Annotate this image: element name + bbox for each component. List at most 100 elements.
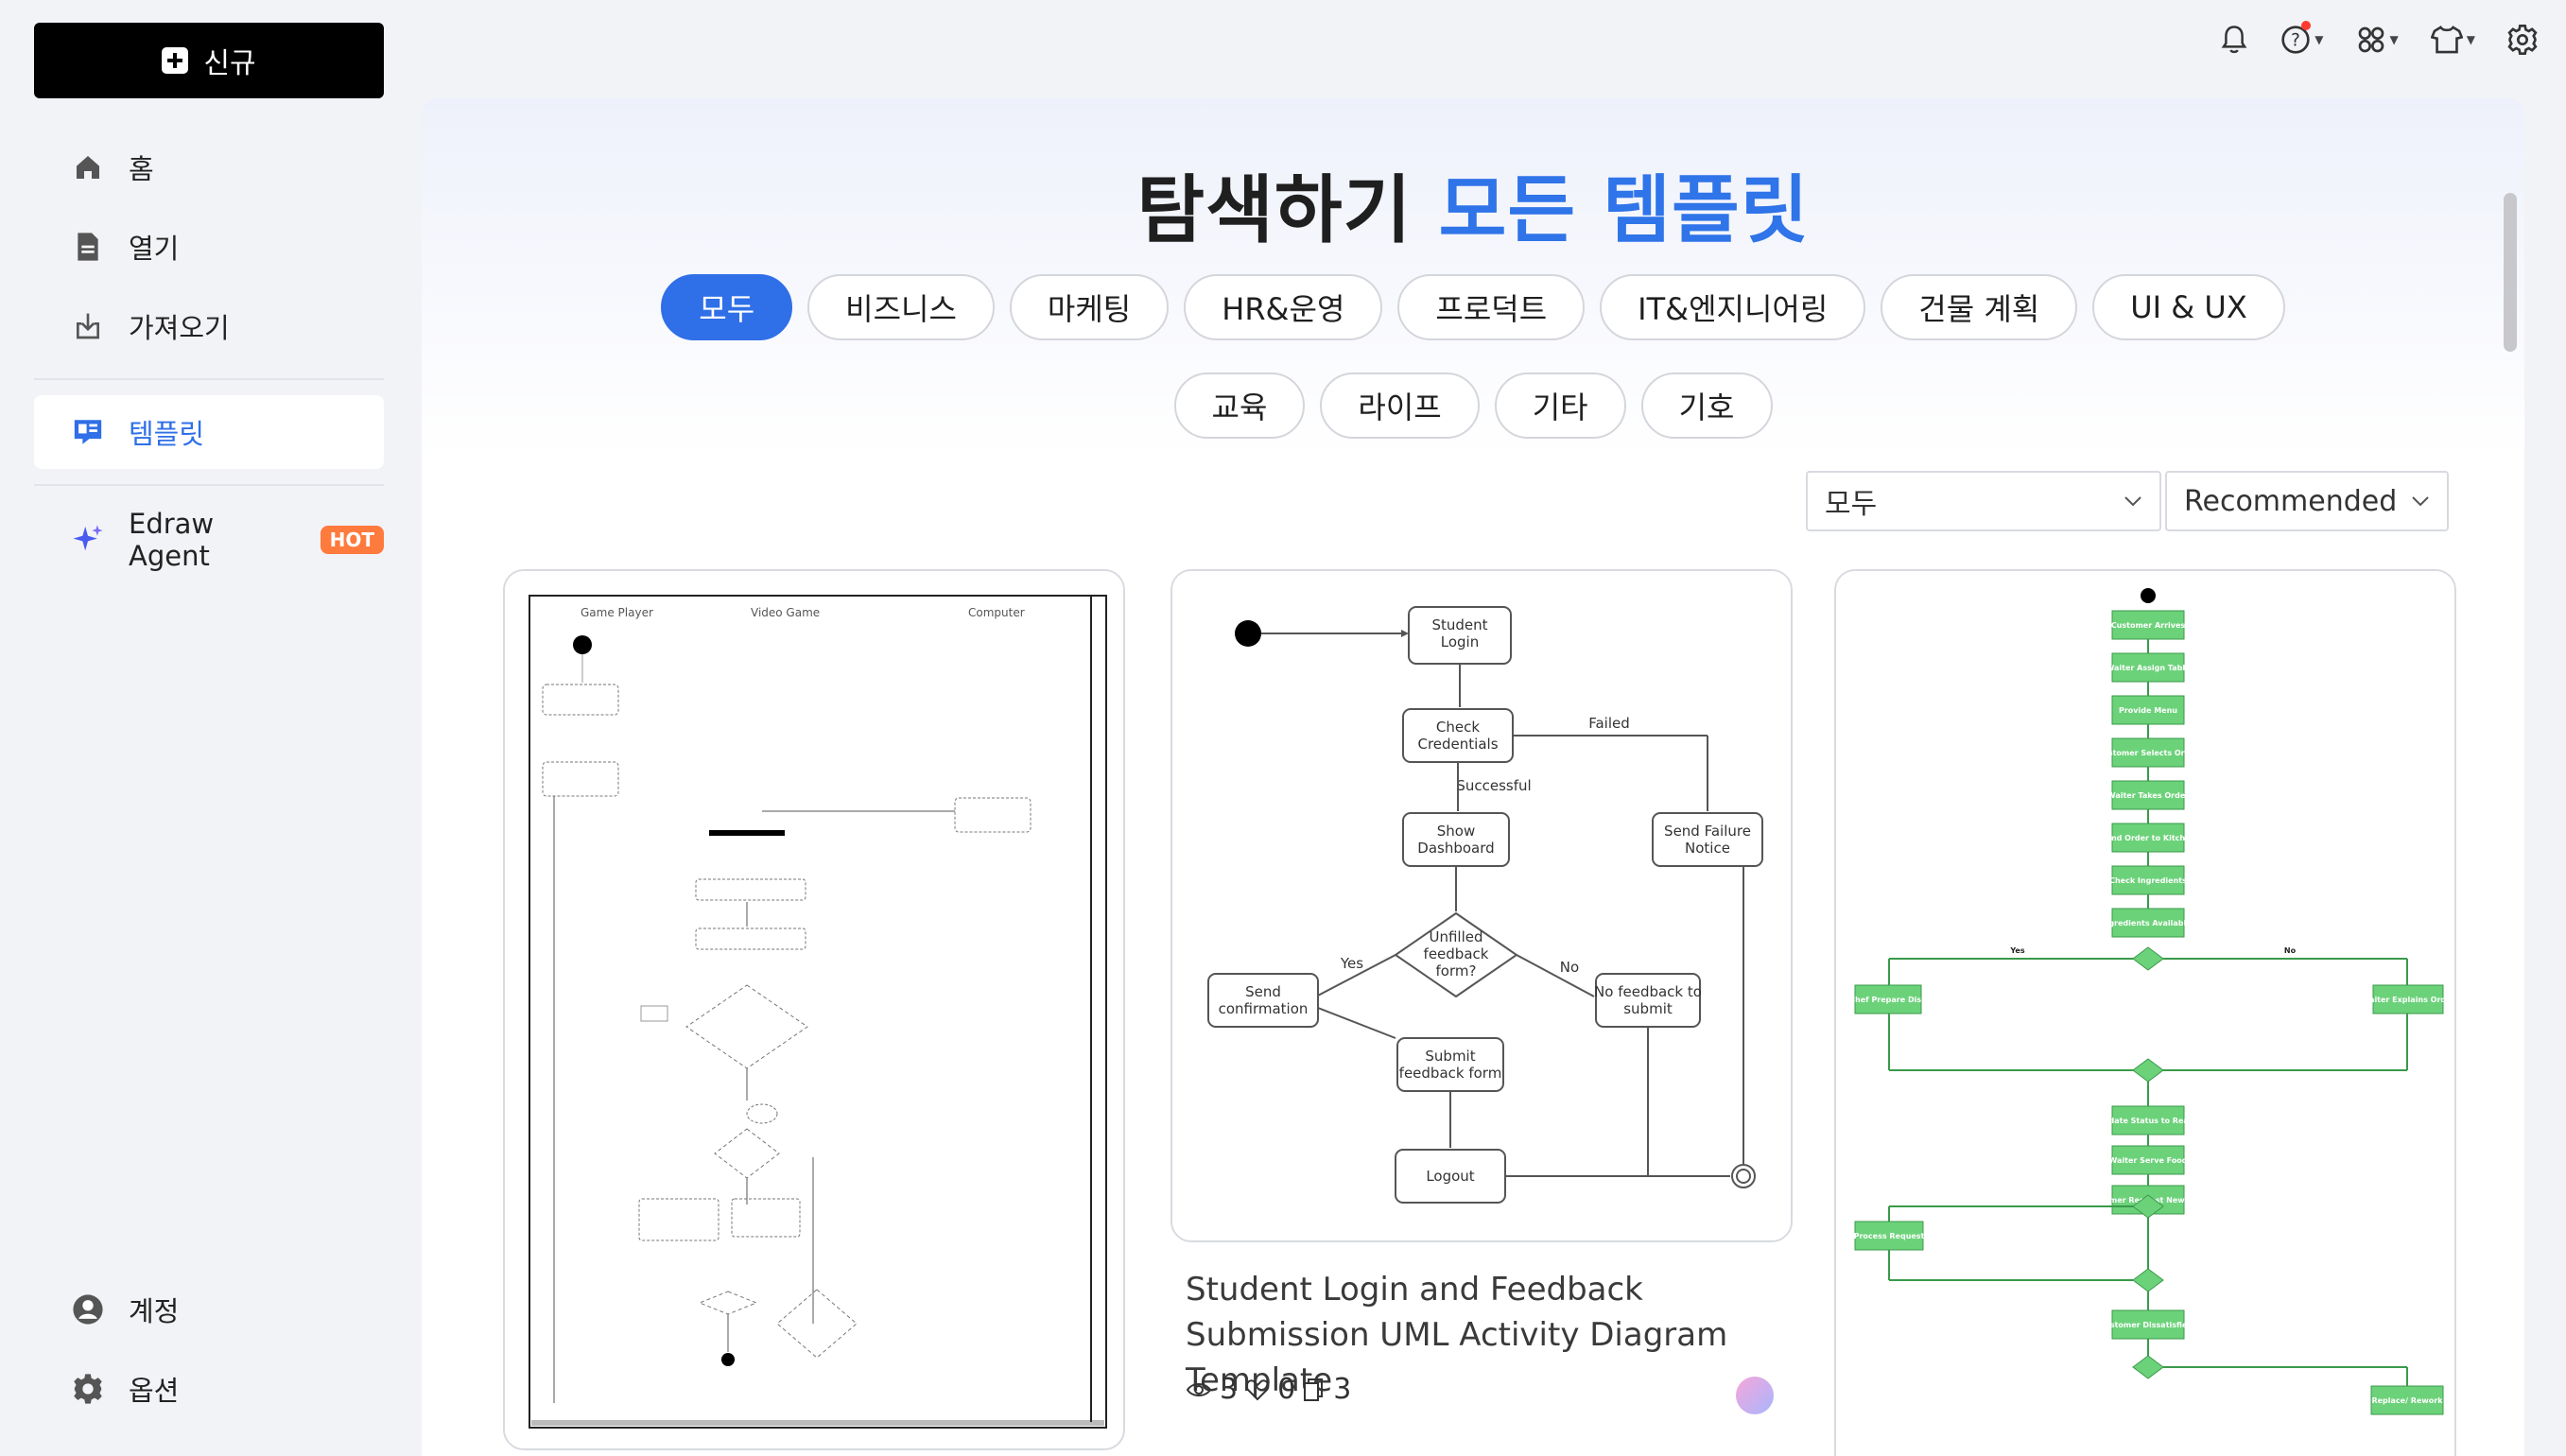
notification-dot — [2300, 21, 2311, 30]
sidebar-item-account[interactable]: 계정 — [34, 1273, 384, 1346]
category-chip-life[interactable]: 라이프 — [1320, 373, 1480, 439]
sidebar-divider — [34, 484, 384, 486]
node-text: Check — [1436, 719, 1480, 736]
category-chip-business[interactable]: 비즈니스 — [807, 274, 995, 340]
node-text: Student — [1431, 616, 1487, 633]
branch-label: No — [2284, 946, 2297, 955]
author-avatar[interactable] — [1736, 1377, 1774, 1414]
node-text: submit — [1623, 1000, 1673, 1017]
node-text: feedback form — [1399, 1065, 1502, 1082]
sidebar-item-home[interactable]: 홈 — [34, 130, 384, 204]
new-button[interactable]: 신규 — [34, 23, 384, 98]
step-label: Waiter Assign Table — [2106, 664, 2191, 672]
step-label: Waiter Takes Order — [2107, 791, 2189, 800]
step-label: Customer Arrives — [2111, 621, 2186, 630]
sidebar-item-label: 홈 — [129, 153, 154, 185]
eye-icon — [1186, 1382, 1212, 1396]
template-card-game-swimlane[interactable]: Game Player Video Game Computer — [503, 569, 1125, 1450]
node-text: Logout — [1426, 1168, 1474, 1185]
category-chip-ui-ux[interactable]: UI & UX — [2092, 274, 2285, 340]
template-thumbnail: Student Login Check Credentials Failed S… — [1172, 571, 1791, 1240]
copy-icon — [1304, 1378, 1324, 1401]
category-chip-hr-ops[interactable]: HR&운영 — [1184, 274, 1383, 340]
plus-icon — [162, 47, 189, 74]
hot-badge: HOT — [320, 526, 384, 554]
step-label: Customer Selects Order — [2097, 749, 2199, 757]
node-text: form? — [1436, 962, 1477, 979]
lane-label: Game Player — [581, 606, 653, 619]
step-label: Send Order to Kitchen — [2101, 834, 2196, 842]
category-chip-education[interactable]: 교육 — [1173, 373, 1306, 439]
page-title: 탐색하기 모든 템플릿 — [422, 151, 2524, 257]
file-icon — [72, 231, 104, 263]
edge-label: Yes — [1340, 955, 1363, 972]
category-chip-product[interactable]: 프로덕트 — [1397, 274, 1586, 340]
sparkle-icon — [72, 524, 104, 556]
copy-count: 3 — [1333, 1373, 1352, 1406]
lane-label: Computer — [968, 606, 1025, 619]
category-chip-it-engineering[interactable]: IT&엔지니어링 — [1600, 274, 1866, 340]
apps-icon[interactable]: ▼ — [2356, 25, 2399, 55]
filter-select-value: 모두 — [1825, 488, 1878, 521]
category-chip-all[interactable]: 모두 — [661, 274, 793, 340]
edge-label: No — [1560, 959, 1579, 976]
node-text: confirmation — [1219, 1000, 1309, 1017]
step-label: Chef Prepare Dish — [1849, 996, 1927, 1004]
theme-icon[interactable]: ▼ — [2430, 25, 2475, 55]
template-icon — [72, 416, 104, 448]
sidebar-item-label: 옵션 — [129, 1375, 180, 1407]
template-stats: 3 0 3 — [1186, 1373, 1351, 1406]
category-row-2: 교육 라이프 기타 기호 — [422, 373, 2524, 439]
category-chip-marketing[interactable]: 마케팅 — [1009, 274, 1170, 340]
like-count: 0 — [1277, 1373, 1296, 1406]
step-label: Waiter Explains Order — [2362, 996, 2454, 1004]
flow-step — [2111, 695, 2185, 725]
edge-label: Successful — [1456, 777, 1531, 794]
settings-icon[interactable] — [2507, 25, 2538, 55]
sidebar-divider — [34, 378, 384, 380]
sidebar-item-templates[interactable]: 템플릿 — [34, 395, 384, 469]
sidebar-item-edraw-agent[interactable]: Edraw Agent HOT — [34, 503, 384, 577]
node-text: Send — [1245, 983, 1281, 1000]
flow-step — [2111, 1105, 2185, 1135]
sidebar-item-options[interactable]: 옵션 — [34, 1352, 384, 1426]
help-icon[interactable]: ? ▼ — [2280, 21, 2324, 55]
category-chip-other[interactable]: 기타 — [1494, 373, 1626, 439]
template-thumbnail: Game Player Video Game Computer — [505, 571, 1123, 1448]
template-card-title[interactable]: Student Login and Feedback Submission UM… — [1186, 1271, 1728, 1399]
flow-step — [2111, 610, 2185, 640]
account-icon — [72, 1293, 104, 1326]
view-count: 3 — [1220, 1373, 1239, 1406]
topbar-icons: ? ▼ ▼ ▼ — [2220, 21, 2538, 55]
chevron-down-icon — [2412, 496, 2429, 507]
step-label: Check Ingredients — [2109, 876, 2187, 885]
svg-text:?: ? — [2291, 31, 2300, 51]
step-label: Update Status to Ready — [2097, 1117, 2199, 1125]
branch-label: Yes — [2009, 946, 2024, 955]
filter-select[interactable]: 모두 — [1806, 471, 2161, 531]
node-text: Dashboard — [1417, 840, 1494, 857]
flow-step — [2111, 823, 2185, 853]
new-button-label: 신규 — [203, 47, 256, 80]
sort-select[interactable]: Recommended — [2165, 471, 2449, 531]
step-label: Waiter Serve Food — [2108, 1156, 2187, 1165]
vertical-scrollbar[interactable] — [2504, 193, 2517, 352]
chevron-down-icon: ▼ — [2315, 33, 2324, 46]
import-icon — [72, 310, 104, 342]
sidebar-item-import[interactable]: 가져오기 — [34, 289, 384, 363]
template-card-student-login[interactable]: Student Login Check Credentials Failed S… — [1170, 569, 1793, 1242]
node-text: Show — [1437, 823, 1475, 840]
sidebar: 신규 홈 열기 가져오기 템플릿 Edraw Agent HOT — [0, 0, 416, 1456]
bell-icon[interactable] — [2220, 25, 2248, 55]
home-icon — [72, 151, 104, 183]
flow-step — [2111, 737, 2185, 768]
heart-icon — [1245, 1378, 1270, 1400]
sidebar-item-open[interactable]: 열기 — [34, 210, 384, 284]
category-chip-symbols[interactable]: 기호 — [1640, 373, 1773, 439]
category-chip-building-plan[interactable]: 건물 계획 — [1881, 274, 2078, 340]
sidebar-item-label: 계정 — [129, 1295, 180, 1327]
flow-step — [2111, 908, 2185, 938]
page-title-highlight: 모든 템플릿 — [1438, 168, 1810, 253]
flow-step — [2111, 652, 2185, 683]
